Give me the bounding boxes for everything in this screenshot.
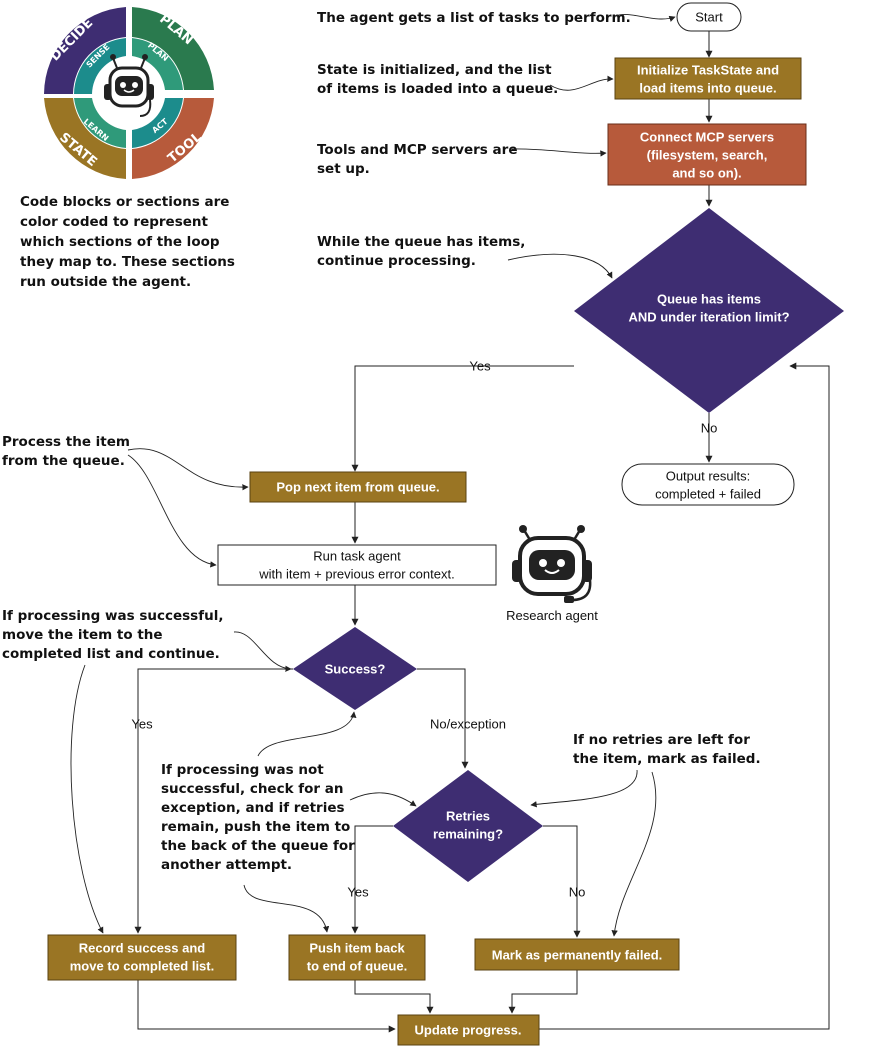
svg-text:Update progress.: Update progress.: [415, 1023, 522, 1038]
edge-label-success-no: No/exception: [430, 717, 506, 732]
annotation-process: Process the item from the queue.: [2, 434, 249, 568]
svg-text:with item + previous error con: with item + previous error context.: [258, 567, 454, 582]
annotation-state: State is initialized, and the list of it…: [317, 62, 614, 97]
loop-arc-state: [44, 98, 126, 179]
svg-text:Tools and MCP servers are: Tools and MCP servers are set up.: [317, 142, 522, 177]
node-connect: Connect MCP servers (filesystem, search,…: [607, 123, 807, 186]
node-pop: Pop next item from queue.: [249, 471, 467, 503]
loop-inner-sense: [74, 38, 126, 94]
svg-text:Pop next item from queue.: Pop next item from queue.: [276, 480, 439, 495]
svg-text:Output results:: Output results:: [666, 469, 751, 484]
svg-text:State is initialized, and the: State is initialized, and the list of it…: [317, 62, 558, 97]
svg-text:If processing was successful,: If processing was successful, move the i…: [2, 608, 228, 662]
node-push-back: Push item back to end of queue.: [288, 934, 426, 981]
svg-text:and so on).: and so on).: [672, 166, 741, 181]
annotation-tools: Tools and MCP servers are set up.: [317, 142, 607, 177]
annotation-no-retries: If no retries are left for the item, mar…: [530, 732, 761, 937]
svg-text:Retries: Retries: [446, 809, 490, 824]
svg-text:Connect MCP servers: Connect MCP servers: [640, 130, 774, 145]
annotation-success: If processing was successful, move the i…: [2, 608, 292, 934]
svg-text:While the queue has items,: While the queue has items, continue proc…: [317, 234, 530, 269]
edge-label-success-yes: Yes: [131, 717, 153, 732]
edge-label-retries-no: No: [569, 885, 586, 900]
flow-lines: [134, 31, 830, 1033]
svg-text:AND under iteration limit?: AND under iteration limit?: [628, 310, 789, 325]
annotation-tasks: The agent gets a list of tasks to perfor…: [317, 10, 676, 26]
node-init: Initialize TaskState and load items into…: [614, 57, 802, 100]
node-run-agent: Run task agent with item + previous erro…: [217, 544, 497, 586]
svg-text:Initialize TaskState and: Initialize TaskState and: [637, 63, 779, 78]
loop-arc-tool: [132, 98, 214, 179]
node-retries-decision: Retries remaining?: [393, 770, 543, 882]
svg-text:Mark as permanently failed.: Mark as permanently failed.: [492, 948, 663, 963]
annotation-while: While the queue has items, continue proc…: [317, 234, 613, 279]
svg-text:Process the item from th: Process the item from the queue.: [2, 434, 135, 469]
node-queue-decision: Queue has items AND under iteration limi…: [574, 208, 844, 413]
svg-text:Queue has items: Queue has items: [657, 292, 761, 307]
svg-text:Record success and: Record success and: [79, 941, 206, 956]
svg-text:Success?: Success?: [325, 662, 386, 677]
edge-label-queue-yes: Yes: [469, 359, 491, 374]
research-agent-caption: Research agent: [506, 608, 598, 623]
svg-text:remaining?: remaining?: [433, 827, 503, 842]
edge-label-queue-no: No: [701, 421, 718, 436]
svg-text:completed + failed: completed + failed: [655, 487, 761, 502]
loop-arc-plan: [132, 7, 214, 90]
svg-text:If no retries are left for: If no retries are left for the item, mar…: [573, 732, 761, 767]
svg-text:to end of queue.: to end of queue.: [307, 959, 407, 974]
svg-text:If processing was not su: If processing was not successful, check …: [161, 762, 360, 873]
annotation-fail: If processing was not successful, check …: [161, 711, 417, 933]
svg-text:(filesystem, search,: (filesystem, search,: [647, 148, 768, 163]
svg-text:move to completed list.: move to completed list.: [70, 959, 214, 974]
node-update-progress: Update progress.: [397, 1014, 540, 1046]
svg-text:load items into queue.: load items into queue.: [639, 81, 776, 96]
node-record-success: Record success and move to completed lis…: [47, 934, 237, 981]
research-agent-icon: [512, 525, 592, 603]
loop-inner-plan: [132, 38, 183, 90]
loop-logo: DECIDE PLAN TOOL STATE SENSE PLAN ACT LE…: [44, 7, 214, 179]
loop-arc-decide: [44, 7, 126, 94]
loop-robot-icon: [104, 54, 154, 117]
svg-text:The agent gets a list of tasks: The agent gets a list of tasks to perfor…: [317, 10, 631, 26]
node-start: Start: [676, 2, 742, 32]
node-success-decision: Success?: [293, 627, 417, 710]
edge-label-retries-yes: Yes: [347, 885, 369, 900]
svg-text:Push item back: Push item back: [309, 941, 405, 956]
legend-text: Code blocks or sections are color coded …: [20, 194, 240, 290]
loop-inner-act: [132, 98, 183, 148]
svg-text:Start: Start: [695, 10, 723, 25]
node-output: Output results: completed + failed: [621, 463, 795, 506]
svg-text:Run task agent: Run task agent: [313, 549, 401, 564]
loop-inner-learn: [74, 98, 126, 148]
node-mark-failed: Mark as permanently failed.: [474, 938, 680, 971]
